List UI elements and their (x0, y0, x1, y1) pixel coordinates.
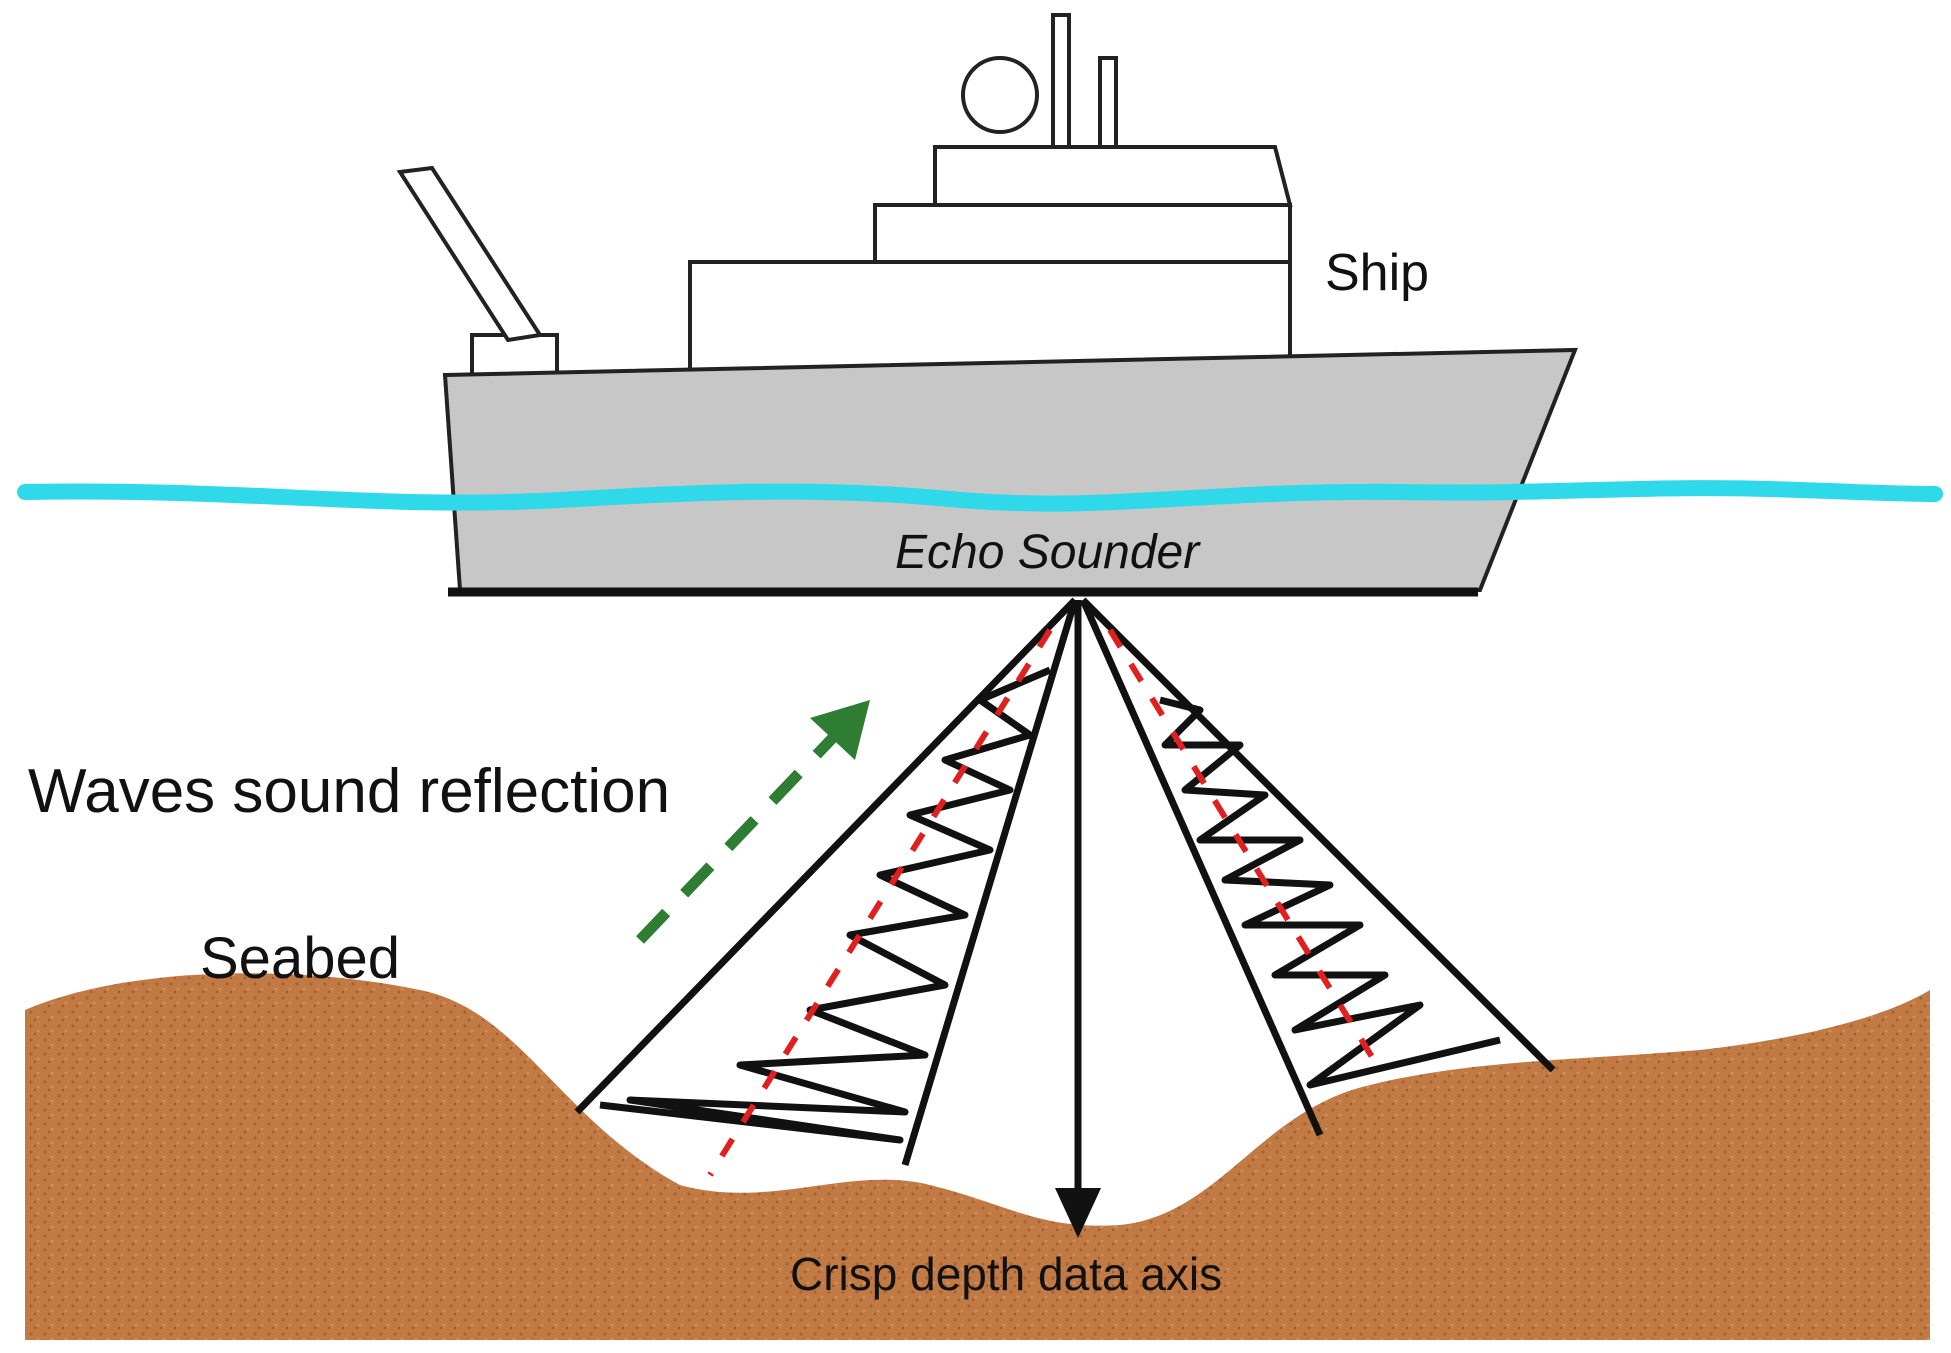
left-beam-edge-outer (574, 597, 1078, 1115)
right-beam-edge-inner (1079, 598, 1324, 1137)
reflection-arrow-shaft (636, 721, 849, 944)
depth-axis-label: Crisp depth data axis (790, 1248, 1222, 1300)
crane-arm (396, 165, 544, 343)
right-beam-edge-outer (1080, 597, 1556, 1073)
seabed-label: Seabed (200, 926, 400, 991)
ship-hull (442, 347, 1578, 592)
ship-label: Ship (1325, 244, 1429, 302)
reflection-arrow-head (810, 700, 870, 760)
ship-superstructure (396, 13, 1293, 377)
waves-reflection-label: Waves sound reflection (28, 757, 670, 826)
right-beam-center-dashed (1107, 628, 1383, 1072)
deckhouse-middle (873, 203, 1292, 264)
left-beam-wave (599, 666, 1052, 1144)
right-beam-wave (1159, 696, 1501, 1089)
bridge (933, 145, 1293, 207)
mast-aux (1098, 56, 1118, 149)
echo-sounder-label: Echo Sounder (895, 526, 1201, 579)
radar-dome (961, 56, 1039, 134)
left-beam-edge-inner (901, 598, 1079, 1167)
left-beam-center-dashed (707, 628, 1053, 1177)
mast-main (1051, 13, 1071, 149)
sonar-beams (574, 597, 1556, 1238)
depth-axis-arrowhead (1055, 1188, 1101, 1238)
water-surface (17, 480, 1943, 512)
seabed-terrain (25, 973, 1930, 1340)
reflection-arrow (636, 700, 870, 944)
